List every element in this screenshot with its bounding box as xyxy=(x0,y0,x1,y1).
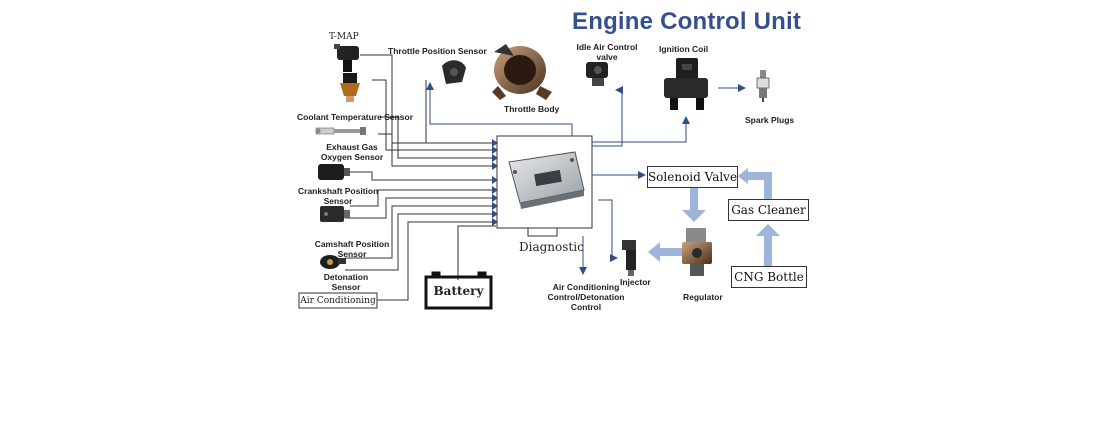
tmap-label: T-MAP xyxy=(329,32,359,42)
ecu-input-arrows xyxy=(492,139,498,226)
diagram-title: Engine Control Unit xyxy=(572,8,802,35)
air-conditioning-label: Air Conditioning xyxy=(300,296,376,306)
oxygen-sensor-image xyxy=(315,127,366,135)
ecu-icon xyxy=(508,151,585,209)
ignition-coil-label: Ignition Coil xyxy=(659,44,709,54)
output-wires xyxy=(426,82,746,275)
coolant-temperature-sensor-label: Coolant Temperature Sensor xyxy=(297,112,414,122)
ac-control-label-line3: Control xyxy=(570,302,602,312)
gas-flow-arrows xyxy=(648,168,780,266)
sensor-wires xyxy=(345,54,496,301)
camshaft-sensor-label: Camshaft Position Sensor xyxy=(314,239,390,259)
spark-plugs-label: Spark Plugs xyxy=(745,115,795,125)
ac-control-label-line1: Air Conditioning xyxy=(552,282,620,292)
idle-air-valve-image xyxy=(586,62,608,86)
throttle-position-sensor-label: Throttle Position Sensor xyxy=(388,46,487,56)
crankshaft-label-line2: Sensor xyxy=(323,196,353,206)
gas-cleaner-box: Gas Cleaner xyxy=(728,199,809,221)
spark-plug-image xyxy=(756,70,770,102)
cng-bottle-box: CNG Bottle xyxy=(731,266,807,288)
crankshaft-label-line1: Crankshaft Position xyxy=(298,186,379,196)
ac-control-label-line2: Control/Detonation xyxy=(547,292,625,302)
idle-air-label-line2: valve xyxy=(596,52,618,62)
camshaft-label-line1: Camshaft Position xyxy=(314,239,390,249)
injector-image xyxy=(622,240,636,276)
battery-label: Battery xyxy=(433,284,484,298)
detonation-label-line2: Sensor xyxy=(331,282,361,292)
crankshaft-sensor-label: Crankshaft Position Sensor xyxy=(298,186,378,206)
ac-control-label: Air Conditioning Control/Detonation Cont… xyxy=(540,282,632,312)
throttle-body-label: Throttle Body xyxy=(504,104,560,114)
detonation-sensor-image xyxy=(320,255,346,269)
idle-air-label-line1: Idle Air Control xyxy=(576,42,638,52)
diagnostic-bracket xyxy=(527,228,558,237)
throttle-body-image xyxy=(492,44,552,100)
detonation-label-line1: Detonation xyxy=(323,272,369,282)
ignition-coil-image xyxy=(664,58,708,110)
air-conditioning-box xyxy=(298,292,378,309)
tmap-sensor-image xyxy=(334,44,359,72)
crankshaft-sensor-image xyxy=(318,164,350,180)
camshaft-label-line2: Sensor xyxy=(337,249,367,259)
throttle-position-sensor-image xyxy=(442,60,466,84)
diagnostic-label: Diagnostic xyxy=(519,240,584,254)
battery-image xyxy=(424,271,493,310)
coolant-sensor-image xyxy=(340,73,360,102)
detonation-sensor-label: Detonation Sensor xyxy=(319,272,373,292)
exhaust-gas-label-line2: Oxygen Sensor xyxy=(320,152,384,162)
exhaust-gas-label-line1: Exhaust Gas xyxy=(326,142,378,152)
idle-air-valve-label: Idle Air Control valve xyxy=(576,42,638,62)
regulator-image xyxy=(682,228,712,276)
exhaust-gas-label: Exhaust Gas Oxygen Sensor xyxy=(319,142,385,162)
camshaft-sensor-image xyxy=(320,206,350,222)
solenoid-valve-box: Solenoid Valve xyxy=(647,166,738,188)
injector-label: Injector xyxy=(620,277,651,287)
regulator-label: Regulator xyxy=(683,292,723,302)
